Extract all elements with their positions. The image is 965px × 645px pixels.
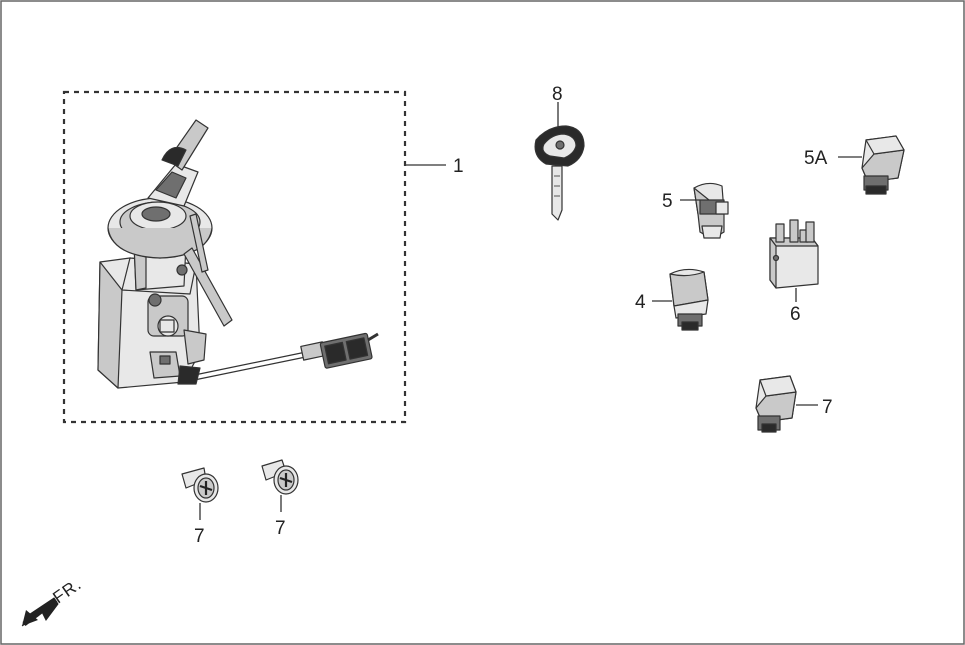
assembly-dashed-box	[62, 90, 407, 424]
callout-6: 6	[790, 304, 801, 325]
connector-5a	[861, 135, 905, 195]
connector-5	[693, 182, 729, 239]
ignition-switch-assembly	[62, 90, 407, 424]
relay-6	[769, 219, 819, 289]
callout-5a: 5A	[804, 148, 828, 169]
screw-a	[181, 467, 219, 503]
callout-4: 4	[635, 292, 646, 313]
callout-7-screw-a: 7	[194, 526, 205, 547]
callout-5: 5	[662, 191, 673, 212]
connector-4	[669, 268, 709, 331]
arrow-down-left-icon	[21, 597, 59, 627]
harness-connector	[319, 332, 373, 369]
callout-7-relay: 7	[822, 397, 833, 418]
screw-b	[261, 459, 299, 495]
key-part	[534, 125, 585, 221]
callout-8: 8	[552, 84, 563, 105]
callout-7-screw-b: 7	[275, 518, 286, 539]
connector-7	[755, 375, 797, 433]
callout-1: 1	[453, 156, 464, 177]
